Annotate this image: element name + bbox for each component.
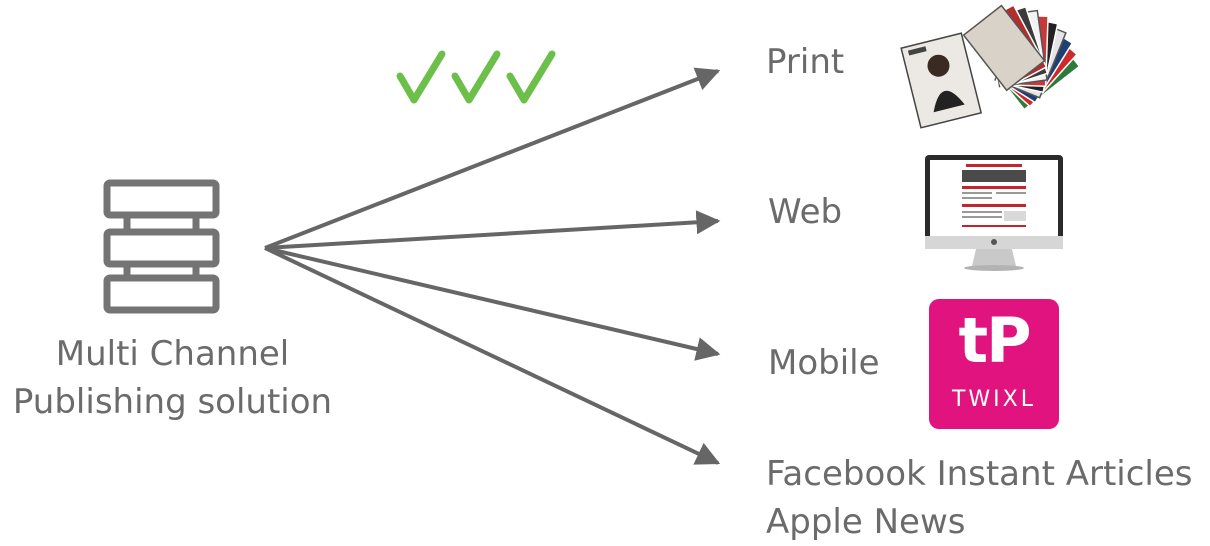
- twixl-logo-word: TWIXL: [951, 387, 1036, 412]
- magazine-stack-image: [900, 4, 1081, 129]
- twixl-logo: tP TWIXL: [929, 299, 1059, 429]
- channel-label-web: Web: [768, 192, 843, 232]
- checkmark-icon: [396, 50, 446, 104]
- source-label: Multi Channel Publishing solution: [0, 330, 345, 426]
- checkmark-icon: [506, 50, 556, 104]
- arrow-to-web: [264, 210, 721, 250]
- source-label-line1: Multi Channel: [55, 334, 290, 374]
- twixl-logo-mark: tP: [958, 304, 1031, 377]
- arrow-to-mobile: [264, 246, 721, 361]
- checkmark-icon: [451, 50, 501, 104]
- channel-label-other: Facebook Instant Articles Apple News: [766, 450, 1193, 546]
- channel-label-print: Print: [766, 42, 845, 82]
- server-stack-icon: [103, 179, 220, 314]
- arrow-to-other: [264, 246, 721, 465]
- channel-label-mobile: Mobile: [768, 343, 880, 383]
- desktop-monitor-image: [925, 155, 1063, 271]
- channel-label-facebook: Facebook Instant Articles: [766, 454, 1193, 494]
- arrow-to-print: [264, 67, 721, 250]
- channel-label-apple-news: Apple News: [766, 502, 966, 542]
- source-label-line2: Publishing solution: [12, 382, 333, 422]
